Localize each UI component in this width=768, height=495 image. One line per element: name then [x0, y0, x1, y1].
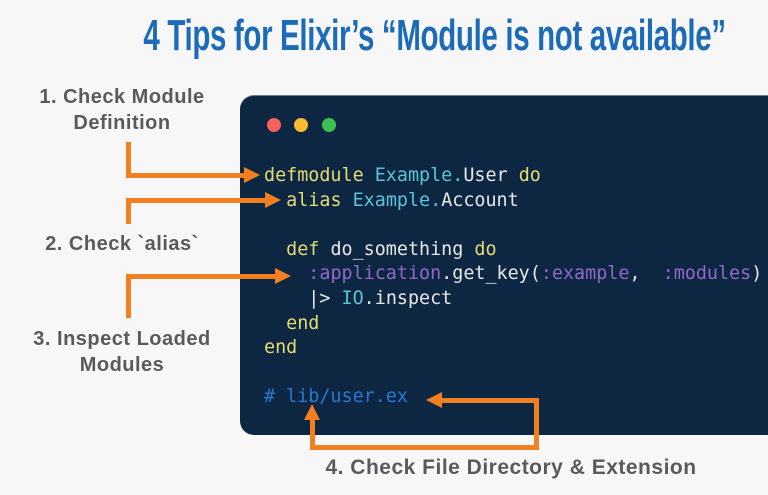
code-line: end: [286, 312, 320, 334]
arrow4-right-vertical: [534, 398, 539, 450]
tip2-line1: 2. Check `alias`: [45, 233, 199, 255]
code-line: :application.get_key(:example, :modules): [308, 263, 763, 285]
tip3-line1: 3. Inspect Loaded: [33, 328, 211, 350]
arrow3-vertical: [126, 274, 131, 318]
arrow1-vertical: [126, 142, 131, 178]
code-block: defmodule Example.User do alias Example.…: [264, 164, 762, 410]
page-title: 4 Tips for Elixir’s “Module is not avail…: [143, 11, 726, 60]
tip1-label: 1. Check Module Definition: [7, 84, 237, 136]
tip1-line2: Definition: [73, 112, 171, 134]
arrow4-bottom-horizontal: [310, 445, 539, 450]
code-line: def do_something do: [286, 238, 497, 260]
arrow4-left-head-icon: [426, 392, 442, 408]
tip4-line1: 4. Check File Directory & Extension: [325, 456, 697, 479]
code-line: [264, 361, 762, 386]
tip1-line1: 1. Check Module: [39, 86, 205, 108]
arrow4-left-vertical: [310, 419, 315, 450]
code-line: [264, 213, 762, 238]
tip2-label: 2. Check `alias`: [7, 231, 237, 257]
arrow2-vertical: [126, 198, 131, 224]
tip3-line2: Modules: [79, 354, 165, 376]
arrow1-horizontal: [126, 173, 245, 178]
arrow2-head-icon: [265, 192, 281, 208]
arrow3-head-icon: [275, 268, 291, 284]
zoom-button-icon[interactable]: [321, 118, 336, 132]
code-line: |> IO.inspect: [264, 287, 453, 309]
page-title-wrap: 4 Tips for Elixir’s “Module is not avail…: [0, 14, 768, 58]
arrow4-top-horizontal: [441, 398, 539, 403]
tip3-label: 3. Inspect Loaded Modules: [7, 326, 237, 378]
tip4-label: 4. Check File Directory & Extension: [254, 456, 768, 480]
code-line: alias Example.Account: [286, 189, 519, 211]
code-line: end: [264, 337, 298, 359]
arrow4-up-head-icon: [304, 404, 320, 420]
code-line: # lib/user.ex: [264, 386, 408, 408]
arrow3-horizontal: [126, 274, 276, 279]
traffic-lights: [267, 118, 345, 132]
code-line: defmodule Example.User do: [264, 165, 541, 186]
arrow2-horizontal: [126, 198, 266, 203]
arrow1-head-icon: [244, 167, 260, 183]
minimize-button-icon[interactable]: [294, 118, 309, 132]
terminal-window: defmodule Example.User do alias Example.…: [240, 95, 768, 435]
close-button-icon[interactable]: [267, 118, 281, 132]
